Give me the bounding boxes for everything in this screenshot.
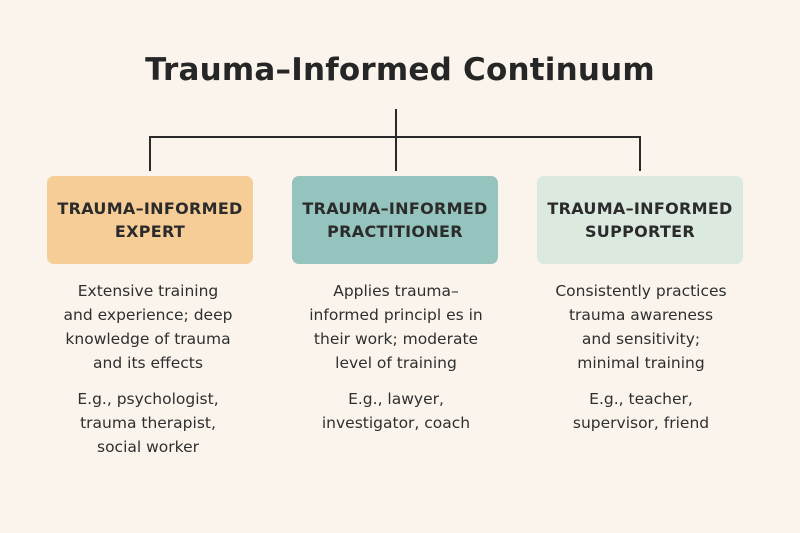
expert-examples: E.g., psychologist, trauma therapist, so… bbox=[77, 390, 219, 456]
practitioner-heading: TRAUMA–INFORMED PRACTITIONER bbox=[302, 199, 488, 241]
expert-box: TRAUMA–INFORMED EXPERT bbox=[47, 176, 253, 264]
supporter-heading: TRAUMA–INFORMED SUPPORTER bbox=[547, 199, 733, 241]
practitioner-column: Applies trauma– informed principl es in … bbox=[276, 279, 516, 435]
practitioner-box: TRAUMA–INFORMED PRACTITIONER bbox=[292, 176, 498, 264]
expert-column: Extensive training and experience; deep … bbox=[28, 279, 268, 459]
supporter-description: Consistently practices trauma awareness … bbox=[555, 282, 727, 372]
supporter-column: Consistently practices trauma awareness … bbox=[521, 279, 761, 435]
diagram-title: Trauma–Informed Continuum bbox=[145, 52, 655, 88]
expert-heading: TRAUMA–INFORMED EXPERT bbox=[57, 199, 243, 241]
expert-description: Extensive training and experience; deep … bbox=[63, 282, 233, 372]
supporter-box: TRAUMA–INFORMED SUPPORTER bbox=[537, 176, 743, 264]
practitioner-description: Applies trauma– informed principl es in … bbox=[309, 282, 483, 372]
practitioner-examples: E.g., lawyer, investigator, coach bbox=[321, 390, 471, 432]
supporter-examples: E.g., teacher, supervisor, friend bbox=[572, 390, 710, 432]
